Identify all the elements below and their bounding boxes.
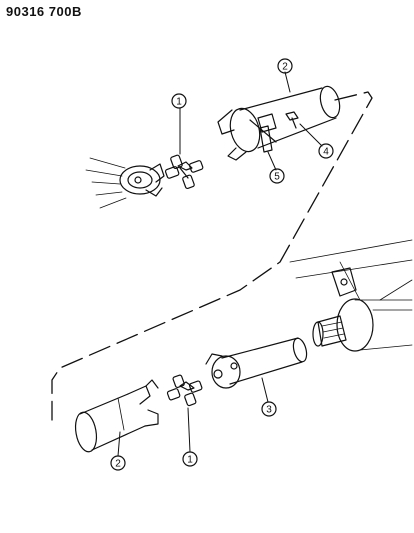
universal-joint-upper — [164, 154, 204, 190]
callout-1-bottom: 1 — [182, 451, 198, 467]
callout-1-top: 1 — [171, 93, 187, 109]
strap-clamp — [259, 125, 273, 153]
callout-2-bottom-label: 2 — [115, 459, 121, 470]
universal-joint-lower — [166, 374, 203, 407]
callout-4: 4 — [318, 143, 334, 159]
pinion-yoke — [312, 315, 347, 347]
callout-2-top: 2 — [277, 58, 293, 74]
callout-2-top-label: 2 — [282, 62, 288, 73]
callout-5-label: 5 — [274, 172, 280, 183]
callout-2-bottom: 2 — [110, 455, 126, 471]
callout-1-bottom-label: 1 — [187, 455, 193, 466]
callout-4-label: 4 — [323, 147, 329, 158]
callout-3-label: 3 — [266, 405, 272, 416]
bolt — [285, 111, 299, 129]
leader-lines — [117, 71, 323, 457]
slip-yoke-lower — [74, 379, 159, 453]
page-code: 90316 700B — [6, 4, 82, 19]
rear-axle-housing — [289, 239, 413, 352]
assembly-outline-dashed — [51, 91, 373, 421]
callout-3: 3 — [261, 401, 277, 417]
callout-5: 5 — [269, 168, 285, 184]
callout-1-top-label: 1 — [176, 97, 182, 108]
driveshaft-tube-lower — [205, 337, 308, 389]
transmission-output-yoke — [85, 157, 165, 209]
